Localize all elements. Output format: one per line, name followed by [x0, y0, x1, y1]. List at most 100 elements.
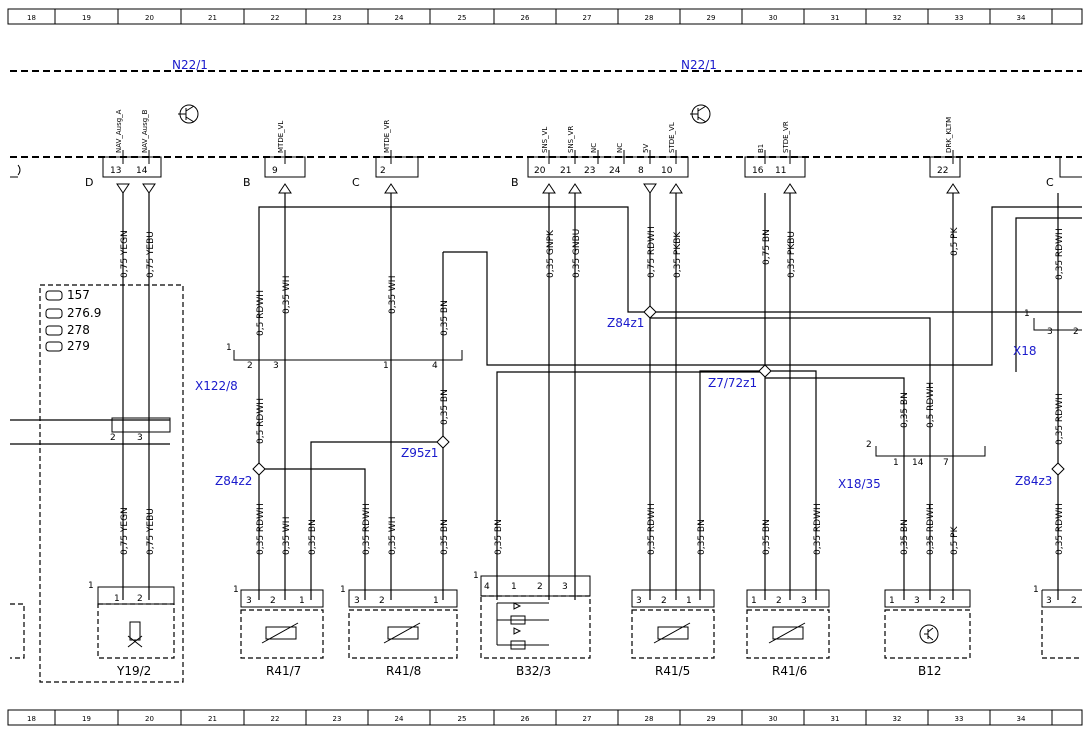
- x18-35-strip: [875, 446, 986, 457]
- component-pin-number: 1: [433, 596, 439, 606]
- component-r41-7: R41/7: [266, 664, 301, 678]
- wire-label: 0,5 RDWH: [256, 398, 266, 444]
- x1835-pin-1: 1: [893, 458, 899, 468]
- signal-label: SNS_VL: [541, 127, 549, 153]
- unit-pin-number: 16: [752, 166, 764, 176]
- signal-label: STDE_VR: [782, 121, 790, 153]
- grid-number-bottom: 33: [955, 715, 964, 723]
- grid-number-top: 27: [583, 14, 592, 22]
- wire-network: [10, 193, 1082, 600]
- connector-letter-c2: C: [1046, 176, 1054, 189]
- grid-number-top: 23: [333, 14, 342, 22]
- splice-z84z2: Z84z2: [215, 474, 252, 488]
- grid-number-bottom: 28: [645, 715, 654, 723]
- x122-pin-4: 4: [432, 361, 438, 371]
- engine-variant-278: 278: [67, 323, 90, 337]
- grid-number-bottom: 23: [333, 715, 342, 723]
- component-r41-5: R41/5: [655, 664, 690, 678]
- connector-x122-8: X122/8: [195, 379, 238, 393]
- grid-number-bottom: 19: [82, 715, 91, 723]
- connector-letter-c: C: [352, 176, 360, 189]
- component-pin-number: 3: [801, 596, 807, 606]
- signal-label: 5V: [642, 144, 650, 153]
- pin-box-b2b: [744, 156, 806, 178]
- grid-number-bottom: 29: [707, 715, 716, 723]
- component-pin-number: 2: [940, 596, 946, 606]
- grid-number-bottom: 31: [831, 715, 840, 723]
- pin-box-b3: [929, 156, 961, 178]
- unit-pin-number: 20: [534, 166, 546, 176]
- signal-label: SNS_VR: [567, 126, 575, 153]
- pin-box-c1: [375, 156, 419, 178]
- component-pin-number: 1: [114, 594, 120, 604]
- wire-label: 0,75 BN: [762, 229, 772, 265]
- x18-strip: [1033, 318, 1082, 331]
- wire-label: 0,35 RDWH: [926, 503, 936, 555]
- signal-label: MTDE_VR: [383, 120, 391, 153]
- grid-number-bottom: 21: [208, 715, 217, 723]
- x1835-pin-2: 2: [866, 440, 872, 450]
- component-pin-number: 1: [88, 581, 94, 591]
- component-y19-2: Y19/2: [116, 664, 151, 678]
- pin-box-b2: [527, 156, 689, 178]
- grid-number-top: 25: [458, 14, 467, 22]
- component-pin-number: 3: [914, 596, 920, 606]
- component-pin-number: 1: [511, 582, 517, 592]
- engine-variant-157: 157: [67, 288, 90, 302]
- wire-label: 0,35 BN: [697, 519, 707, 555]
- transistor-icon: [690, 104, 711, 124]
- wire-label: 0,35 RDWH: [1055, 393, 1065, 445]
- wire-label: 0,35 BN: [440, 300, 450, 336]
- component-r41-6: R41/6: [772, 664, 807, 678]
- splice-diamonds: [252, 305, 1065, 476]
- engine-icon: [45, 290, 63, 352]
- unit-pin-number: 11: [775, 166, 786, 176]
- wire-label: 0,35 BN: [440, 389, 450, 425]
- wire-label: 0,5 PK: [950, 226, 960, 256]
- grid-number-top: 28: [645, 14, 654, 22]
- x18-pin-3: 3: [1047, 327, 1053, 337]
- signal-label: NAV_Ausg_B: [141, 109, 149, 153]
- wire-label: 0,35 RDWH: [1055, 228, 1065, 280]
- grid-number-top: 32: [893, 14, 902, 22]
- x122-pin-2: 2: [247, 361, 253, 371]
- component-pin-number: 1: [686, 596, 692, 606]
- component-pin-number: 2: [137, 594, 143, 604]
- component-pin-number: 3: [246, 596, 252, 606]
- wire-label: 0,35 BN: [900, 392, 910, 428]
- grid-number-top: 20: [145, 14, 154, 22]
- x18-pin-2: 2: [1073, 327, 1079, 337]
- component-pin-number: 1: [233, 585, 239, 595]
- wire-label: 0,35 PKBK: [673, 231, 683, 278]
- component-r41-8: R41/8: [386, 664, 421, 678]
- grid-number-top: 31: [831, 14, 840, 22]
- wire-label: 0,5 RDWH: [926, 382, 936, 428]
- component-pin-number: 2: [1071, 596, 1077, 606]
- unit-edge-left: [10, 164, 21, 178]
- component-pin-number: 3: [562, 582, 568, 592]
- wire-label: 0,35 BN: [494, 519, 504, 555]
- grid-number-top: 29: [707, 14, 716, 22]
- component-b12: B12: [918, 664, 942, 678]
- wire-label: 0,75 YEGN: [120, 230, 130, 278]
- component-pin-number: 1: [299, 596, 305, 606]
- x1835-pin-7: 7: [943, 458, 949, 468]
- grid-number-top: 21: [208, 14, 217, 22]
- wire-label: 0,35 RDWH: [1055, 503, 1065, 555]
- x122-8-strip: [233, 350, 463, 361]
- wire-label: 0,35 WH: [388, 275, 398, 314]
- signal-label: NAV_Ausg_A: [115, 109, 123, 153]
- y19-conn-pin-2: 2: [110, 433, 116, 443]
- grid-number-top: 34: [1017, 14, 1026, 22]
- connector-x18: X18: [1013, 344, 1037, 358]
- unit-pin-number: 9: [272, 166, 278, 176]
- component-pin-number: 2: [379, 596, 385, 606]
- grid-frame-top: [7, 8, 1083, 25]
- wire-label: 0,35 RDWH: [647, 503, 657, 555]
